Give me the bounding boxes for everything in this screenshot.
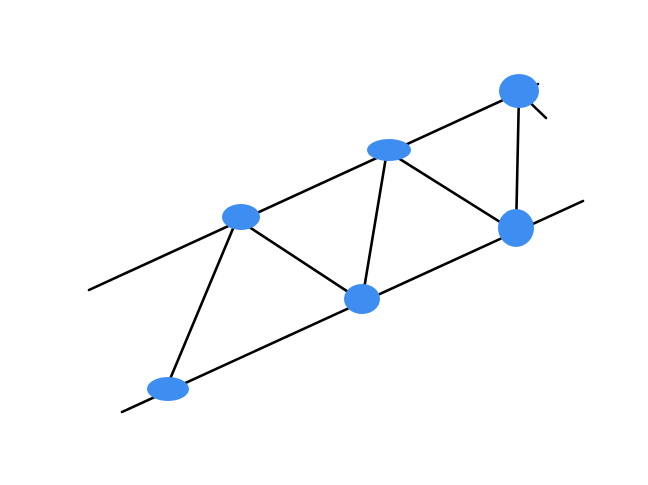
node-upper-2 [367, 139, 411, 161]
node-lower-1 [147, 377, 189, 401]
node-lower-3 [498, 209, 534, 247]
strut-3 [360, 149, 389, 303]
node-upper-3 [499, 74, 539, 108]
nodes-layer [147, 74, 539, 401]
node-lower-2 [344, 284, 380, 314]
strut-1 [166, 217, 239, 386]
node-upper-1 [222, 204, 260, 230]
strut-2 [235, 217, 364, 303]
strut-5 [514, 90, 521, 234]
upper-chord [87, 82, 540, 292]
strut-4 [385, 149, 518, 234]
lines-layer [87, 82, 585, 414]
